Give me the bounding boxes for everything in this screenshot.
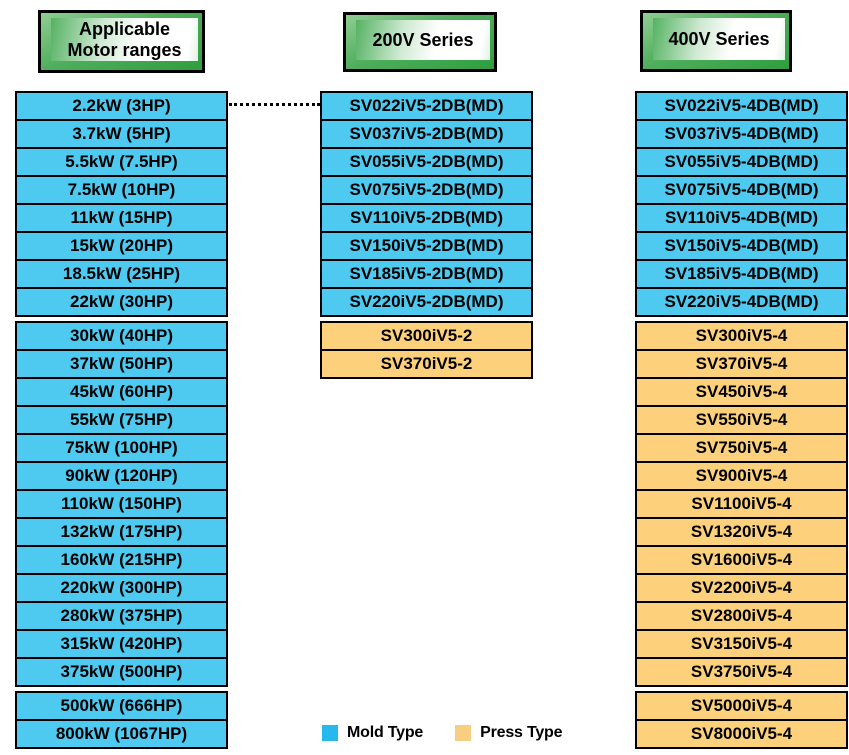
model-cell-400v: SV2200iV5-4 [635, 573, 848, 603]
motor-range-cell: 220kW (300HP) [15, 573, 228, 603]
model-cell-200v: SV055iV5-2DB(MD) [320, 147, 533, 177]
model-cell-400v: SV037iV5-4DB(MD) [635, 119, 848, 149]
model-cell-400v: SV900iV5-4 [635, 461, 848, 491]
series-400v-column: SV022iV5-4DB(MD) SV037iV5-4DB(MD) SV055i… [635, 91, 848, 749]
motor-ranges-header-box: Applicable Motor ranges [38, 10, 205, 73]
model-cell-200v: SV037iV5-2DB(MD) [320, 119, 533, 149]
motor-ranges-header-label: Applicable Motor ranges [51, 18, 198, 61]
model-cell-400v: SV450iV5-4 [635, 377, 848, 407]
motor-range-cell: 11kW (15HP) [15, 203, 228, 233]
model-cell-400v: SV3750iV5-4 [635, 657, 848, 687]
model-cell-200v: SV300iV5-2 [320, 321, 533, 351]
motor-range-cell: 37kW (50HP) [15, 349, 228, 379]
motor-range-cell: 375kW (500HP) [15, 657, 228, 687]
model-cell-400v: SV1320iV5-4 [635, 517, 848, 547]
series-200v-column: SV022iV5-2DB(MD) SV037iV5-2DB(MD) SV055i… [320, 91, 533, 379]
model-cell-400v: SV110iV5-4DB(MD) [635, 203, 848, 233]
model-cell-400v: SV1100iV5-4 [635, 489, 848, 519]
motor-range-cell: 75kW (100HP) [15, 433, 228, 463]
model-cell-200v: SV150iV5-2DB(MD) [320, 231, 533, 261]
model-cell-200v: SV075iV5-2DB(MD) [320, 175, 533, 205]
motor-range-cell: 55kW (75HP) [15, 405, 228, 435]
model-cell-400v: SV022iV5-4DB(MD) [635, 91, 848, 121]
motor-range-cell: 5.5kW (7.5HP) [15, 147, 228, 177]
series-400v-header-label: 400V Series [653, 18, 785, 60]
model-cell-400v: SV2800iV5-4 [635, 601, 848, 631]
series-200v-press-group: SV300iV5-2 SV370iV5-2 [320, 321, 533, 379]
model-cell-200v: SV110iV5-2DB(MD) [320, 203, 533, 233]
motor-range-cell: 18.5kW (25HP) [15, 259, 228, 289]
model-cell-200v: SV370iV5-2 [320, 349, 533, 379]
model-cell-400v: SV8000iV5-4 [635, 719, 848, 749]
model-cell-400v: SV5000iV5-4 [635, 691, 848, 721]
series-200v-header-box: 200V Series [343, 12, 497, 72]
series-400v-mold-group: SV022iV5-4DB(MD) SV037iV5-4DB(MD) SV055i… [635, 91, 848, 317]
motor-range-cell: 7.5kW (10HP) [15, 175, 228, 205]
motor-range-cell: 500kW (666HP) [15, 691, 228, 721]
model-cell-400v: SV055iV5-4DB(MD) [635, 147, 848, 177]
series-400v-press-group-2: SV5000iV5-4 SV8000iV5-4 [635, 691, 848, 749]
series-200v-header-label: 200V Series [356, 20, 490, 60]
motor-range-cell: 15kW (20HP) [15, 231, 228, 261]
dotted-connector-line [229, 103, 320, 106]
legend: Mold Type Press Type [322, 724, 563, 742]
model-cell-200v: SV185iV5-2DB(MD) [320, 259, 533, 289]
motor-range-cell: 280kW (375HP) [15, 601, 228, 631]
motor-ranges-group-1: 2.2kW (3HP) 3.7kW (5HP) 5.5kW (7.5HP) 7.… [15, 91, 228, 317]
model-cell-400v: SV750iV5-4 [635, 433, 848, 463]
motor-range-cell: 3.7kW (5HP) [15, 119, 228, 149]
press-type-color-swatch [455, 725, 472, 741]
motor-range-cell: 22kW (30HP) [15, 287, 228, 317]
mold-type-label: Mold Type [347, 724, 424, 741]
model-cell-400v: SV220iV5-4DB(MD) [635, 287, 848, 317]
motor-range-cell: 132kW (175HP) [15, 517, 228, 547]
model-cell-200v: SV220iV5-2DB(MD) [320, 287, 533, 317]
model-cell-400v: SV3150iV5-4 [635, 629, 848, 659]
model-cell-200v: SV022iV5-2DB(MD) [320, 91, 533, 121]
series-200v-mold-group: SV022iV5-2DB(MD) SV037iV5-2DB(MD) SV055i… [320, 91, 533, 317]
motor-range-cell: 30kW (40HP) [15, 321, 228, 351]
motor-range-cell: 160kW (215HP) [15, 545, 228, 575]
motor-ranges-header-line1: Applicable [78, 19, 171, 40]
legend-item-press: Press Type [455, 724, 563, 742]
motor-ranges-header-line2: Motor ranges [67, 39, 182, 60]
motor-range-cell: 90kW (120HP) [15, 461, 228, 491]
press-type-label: Press Type [480, 724, 563, 741]
model-cell-400v: SV1600iV5-4 [635, 545, 848, 575]
mold-type-color-swatch [322, 725, 338, 741]
motor-range-cell: 45kW (60HP) [15, 377, 228, 407]
motor-range-cell: 315kW (420HP) [15, 629, 228, 659]
motor-ranges-column: 2.2kW (3HP) 3.7kW (5HP) 5.5kW (7.5HP) 7.… [15, 91, 228, 749]
model-cell-400v: SV185iV5-4DB(MD) [635, 259, 848, 289]
motor-range-cell: 110kW (150HP) [15, 489, 228, 519]
model-cell-400v: SV075iV5-4DB(MD) [635, 175, 848, 205]
series-400v-press-group-1: SV300iV5-4 SV370iV5-4 SV450iV5-4 SV550iV… [635, 321, 848, 687]
model-cell-400v: SV300iV5-4 [635, 321, 848, 351]
motor-range-cell: 800kW (1067HP) [15, 719, 228, 749]
model-cell-400v: SV150iV5-4DB(MD) [635, 231, 848, 261]
series-400v-header-box: 400V Series [640, 10, 792, 72]
motor-ranges-group-2: 30kW (40HP) 37kW (50HP) 45kW (60HP) 55kW… [15, 321, 228, 687]
model-cell-400v: SV550iV5-4 [635, 405, 848, 435]
motor-range-cell: 2.2kW (3HP) [15, 91, 228, 121]
legend-item-mold: Mold Type [322, 724, 423, 742]
motor-ranges-group-3: 500kW (666HP) 800kW (1067HP) [15, 691, 228, 749]
model-cell-400v: SV370iV5-4 [635, 349, 848, 379]
